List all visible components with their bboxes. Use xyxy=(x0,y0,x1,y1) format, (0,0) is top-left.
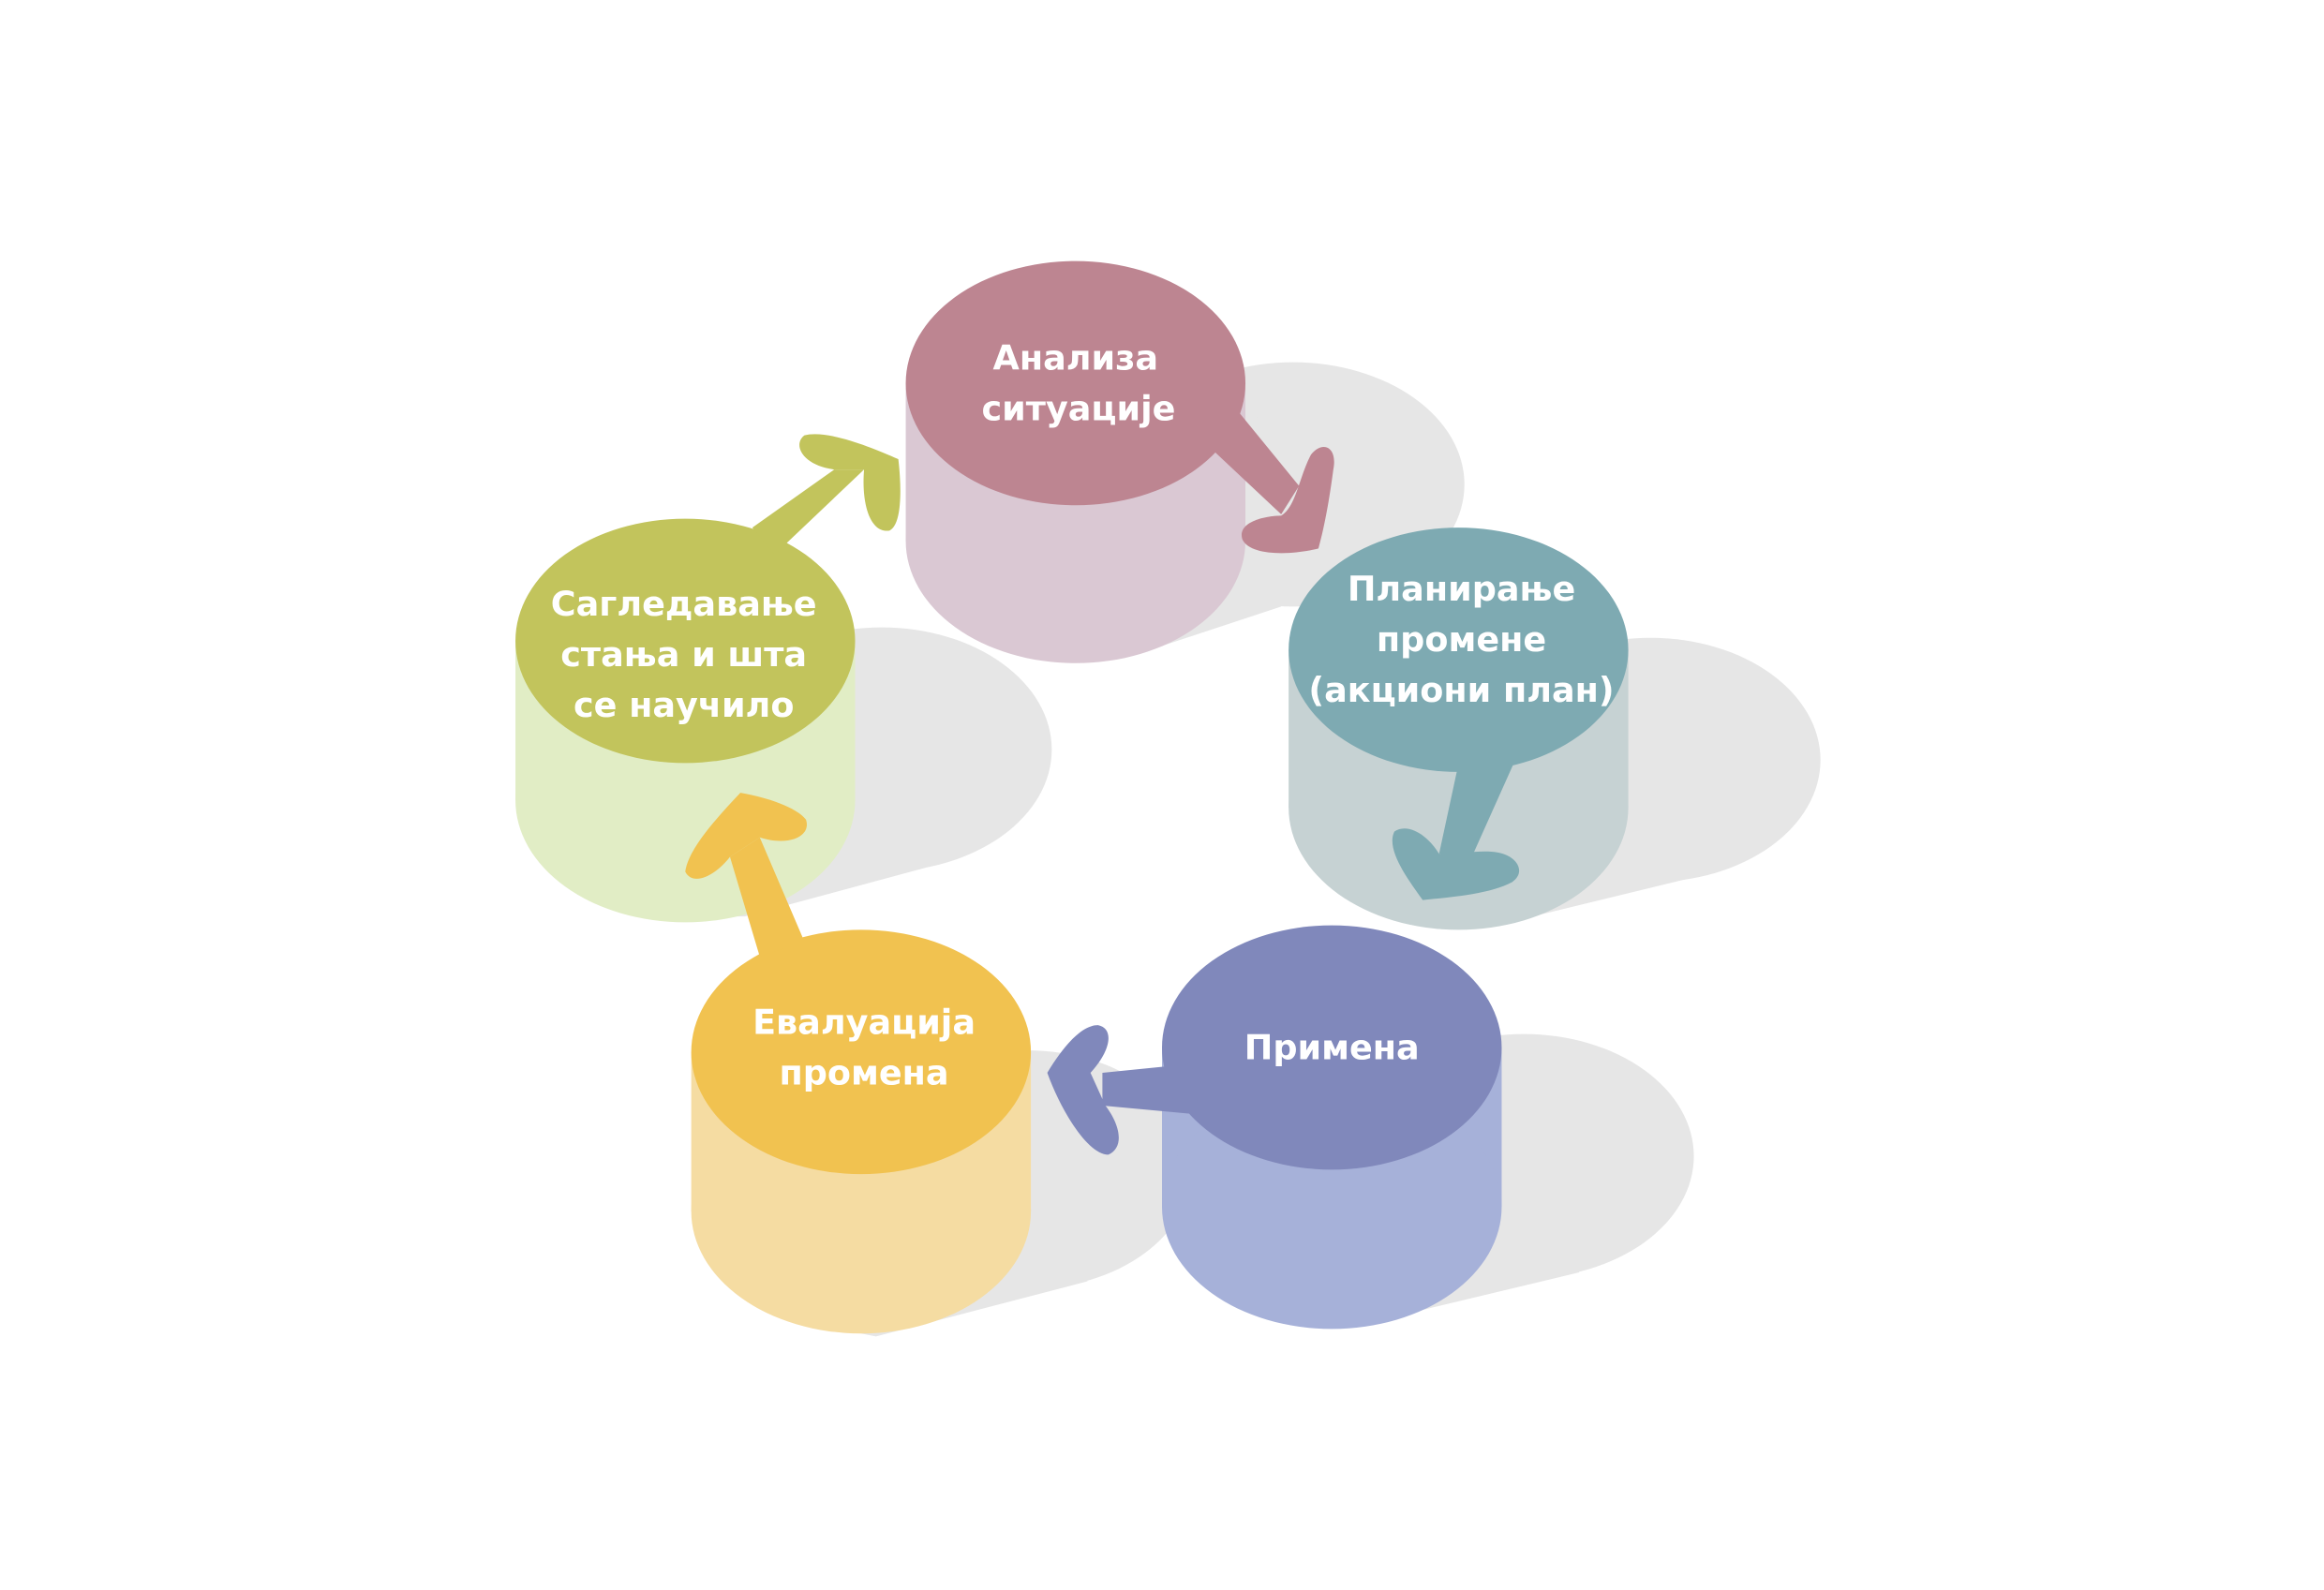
step-analysis-line1: Анализа xyxy=(993,338,1158,379)
step-evaluation: Евалуација промена xyxy=(691,929,1032,1334)
arrow-review-to-analysis xyxy=(752,434,901,555)
step-planning-line3: (акциони план) xyxy=(1308,670,1614,710)
step-review-line1: Сагледавање xyxy=(551,584,817,624)
step-evaluation-line2: промена xyxy=(780,1053,949,1093)
step-planning-line1: Планирање xyxy=(1348,569,1575,609)
step-review-line2: стања и шта xyxy=(560,634,807,675)
arrow-planning-to-implementation xyxy=(1392,756,1520,900)
arrow-evaluation-to-review xyxy=(685,793,807,957)
step-analysis-line2: ситуације xyxy=(981,389,1175,429)
step-planning-line2: промене xyxy=(1377,619,1546,660)
step-implementation-line1: Примена xyxy=(1244,1028,1420,1068)
step-analysis: Анализа ситуације xyxy=(905,260,1246,663)
step-review: Сагледавање стања и шта се научило xyxy=(515,518,856,923)
step-evaluation-line1: Евалуација xyxy=(752,1003,976,1043)
svg-text:Примена: Примена xyxy=(1244,1028,1420,1068)
step-review-line3: се научило xyxy=(574,685,795,725)
step-implementation: Примена xyxy=(1162,925,1502,1330)
arrow-analysis-to-planning xyxy=(1209,412,1334,554)
arrow-implementation-to-evaluation xyxy=(1047,1025,1199,1155)
